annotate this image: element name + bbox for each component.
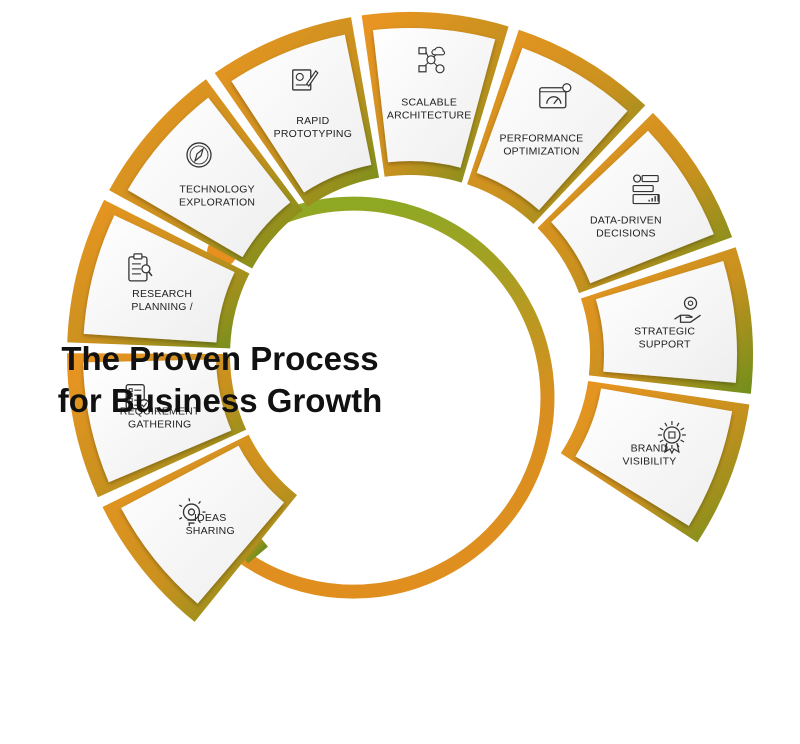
segment-label-line: EXPLORATION [179,197,255,209]
segment-label-line: TECHNOLOGY [179,184,255,196]
compass-icon [186,142,212,168]
segment-label-line: PERFORMANCE [500,132,584,144]
title-line-2: for Business Growth [57,382,383,419]
segment-label-line: OPTIMIZATION [503,145,579,157]
segment-label-line: DECISIONS [596,227,656,239]
segment-label-line: ARCHITECTURE [387,110,472,122]
segment-card-technology [127,97,291,258]
segment-card-prototyping [231,34,372,193]
speedometer-browser-icon [539,83,572,109]
segment-label-line: SUPPORT [639,339,691,351]
segment-card-research [83,215,235,343]
segment-label-line: VISIBILITY [623,455,677,467]
segment-label-line: STRATEGIC [634,326,695,338]
segment-card-requirement [83,359,232,483]
segment-label-line: SHARING [186,525,235,537]
page-title: The Proven Process for Business Growth [20,338,420,422]
hand-gear-icon [674,296,701,323]
segment-label-line: SCALABLE [401,97,457,109]
segment-label-line: PLANNING / [131,301,193,313]
segment-label-line: IDEAS [194,512,227,524]
segment-card-data [551,130,714,284]
segment-label-line: BRAND [631,442,669,454]
segment-label-line: GATHERING [128,419,191,431]
blueprint-pencil-icon [292,69,319,91]
segment-card-performance [476,47,628,211]
checklist-icon [125,384,150,411]
title-line-1: The Proven Process [61,340,379,377]
segment-card-ideas [121,445,285,604]
lightbulb-gear-icon [179,498,206,526]
segment-label-line: DATA-DRIVEN [590,214,662,226]
segment-card-architecture [372,27,496,168]
segment-label-line: PROTOTYPING [274,128,352,140]
segment-label-line: RAPID [296,115,329,127]
segment-card-support [595,261,737,383]
network-architecture-icon [418,46,446,74]
badge-award-icon [657,420,686,455]
segment-label-line: RESEARCH [132,288,192,300]
ring-backbone [215,196,555,599]
segment-card-brand [575,388,733,526]
dashboard-chart-icon [632,174,660,205]
clipboard-search-icon [128,253,153,282]
